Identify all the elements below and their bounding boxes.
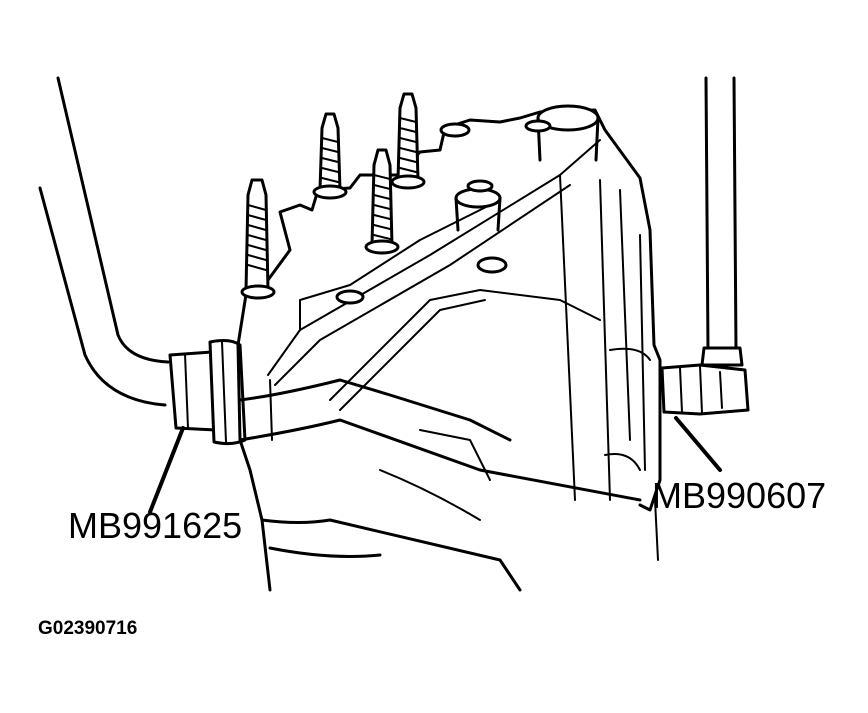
case-bosses <box>335 104 600 305</box>
stud-bolts <box>240 92 426 300</box>
left-tool-bar <box>38 76 170 407</box>
right-tool-bushing <box>660 363 750 416</box>
leader-line-left <box>148 426 185 514</box>
transmission-case <box>236 108 662 592</box>
tool-label-mb991625: MB991625 <box>68 505 243 546</box>
left-tool-bushing <box>168 339 247 446</box>
leader-line-right <box>674 416 722 472</box>
tool-label-mb990607: MB990607 <box>652 475 827 516</box>
right-tool-handle <box>700 76 744 367</box>
figure-code: G02390716 <box>38 618 138 639</box>
